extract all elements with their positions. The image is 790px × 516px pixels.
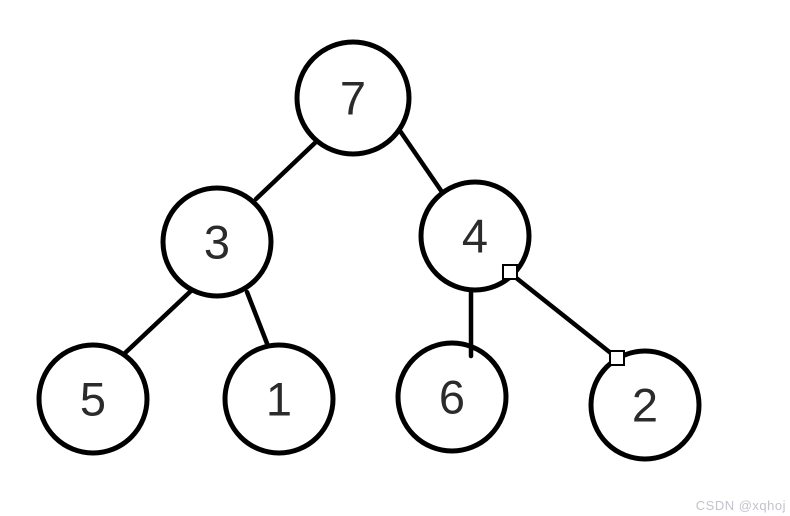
edge-7-3: [253, 137, 321, 202]
csdn-watermark: CSDN @xqhoj: [695, 498, 786, 513]
connector-handle-icon: [502, 264, 518, 280]
tree-node-label-3: 3: [204, 216, 230, 269]
edge-3-1: [244, 289, 271, 349]
tree-node-label-7: 7: [340, 72, 366, 125]
tree-node-label-2: 2: [632, 379, 658, 432]
tree-node-7: [294, 39, 412, 157]
tree-node-1: [222, 342, 336, 456]
tree-node-2: [588, 348, 702, 462]
edge-3-5: [121, 286, 196, 357]
edge-7-4: [395, 125, 445, 195]
edge-4-2: [507, 270, 620, 361]
tree-node-label-1: 1: [266, 373, 292, 426]
tree-node-4: [418, 179, 532, 293]
tree-node-3: [160, 185, 274, 299]
connector-handle-icon: [609, 350, 625, 366]
tree-node-5: [36, 342, 150, 456]
tree-node-label-6: 6: [439, 371, 465, 424]
tree-node-6: [395, 340, 509, 454]
tree-node-label-4: 4: [462, 210, 488, 263]
tree-node-label-5: 5: [80, 373, 106, 426]
